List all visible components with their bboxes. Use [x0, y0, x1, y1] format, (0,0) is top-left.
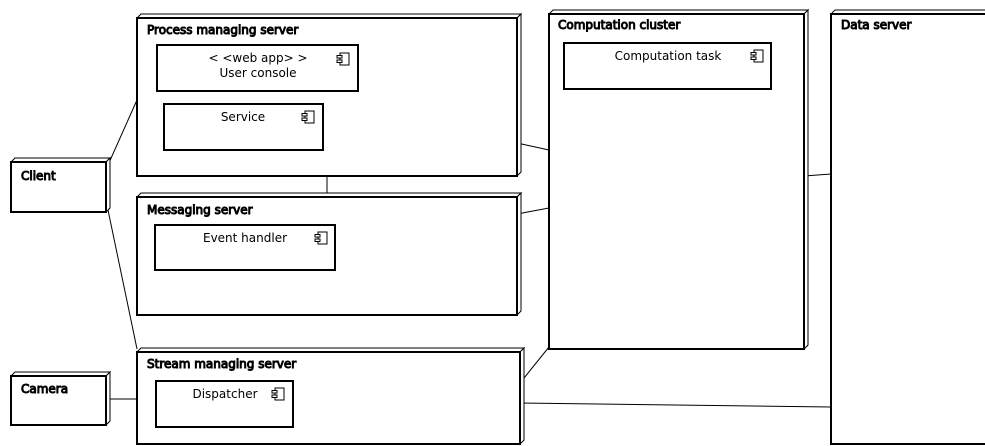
- computation-cluster-label: Computation cluster: [558, 18, 680, 32]
- component-icon: [750, 49, 764, 63]
- client-label: Client: [21, 169, 56, 183]
- component-icon: [301, 110, 315, 124]
- component-icon: [314, 231, 328, 245]
- component-icon: [271, 387, 285, 401]
- user-console-stereotype: < <web app> >: [208, 51, 307, 65]
- computation-task-label: Computation task: [615, 49, 722, 63]
- dispatcher-label: Dispatcher: [192, 387, 257, 401]
- data-server-label: Data server: [841, 18, 912, 32]
- link-client-process: [107, 99, 138, 166]
- data-server-node: Data server: [829, 9, 985, 445]
- camera-node: Camera: [9, 370, 112, 427]
- process-server-node: Process managing server: [135, 12, 523, 178]
- link-stream-data: [519, 402, 832, 408]
- process-server-label: Process managing server: [147, 23, 298, 37]
- component-icon: [336, 52, 350, 66]
- service-label: Service: [221, 110, 265, 124]
- service-component: Service: [163, 103, 324, 151]
- dispatcher-component: Dispatcher: [155, 380, 294, 428]
- user-console-component: < <web app> > User console: [156, 44, 359, 92]
- link-client-stream: [107, 209, 138, 350]
- event-handler-component: Event handler: [154, 224, 336, 271]
- stream-server-label: Stream managing server: [147, 357, 296, 371]
- link-messaging-cluster: [516, 207, 550, 215]
- event-handler-label: Event handler: [203, 231, 287, 245]
- link-process-cluster: [516, 142, 550, 151]
- messaging-server-label: Messaging server: [147, 203, 253, 217]
- user-console-label: User console: [219, 66, 296, 80]
- computation-task-component: Computation task: [563, 42, 772, 90]
- camera-label: Camera: [21, 382, 68, 396]
- client-node: Client: [9, 156, 112, 214]
- link-stream-cluster: [519, 346, 550, 384]
